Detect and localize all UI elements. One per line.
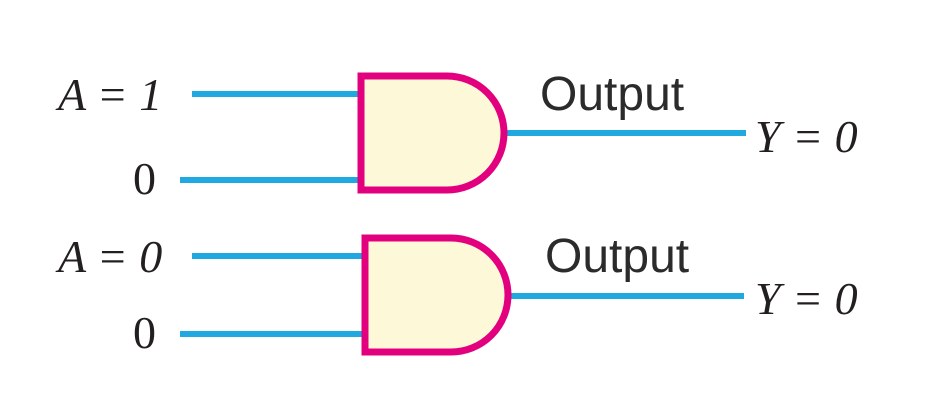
gate-2-input-a-label: A = 0 bbox=[55, 231, 162, 282]
gate-2-group: A = 0 0 Output Y = 0 bbox=[55, 230, 858, 358]
gate-1-body bbox=[357, 72, 508, 194]
gate-1-group: A = 1 0 Output Y = 0 bbox=[55, 68, 858, 204]
gate-2-output-label: Y = 0 bbox=[755, 273, 858, 324]
gate-2-output-caption: Output bbox=[545, 230, 689, 283]
gate-1-input-b-label: 0 bbox=[133, 153, 156, 204]
gate-1-output-caption: Output bbox=[540, 68, 684, 121]
gate-2-body bbox=[361, 234, 512, 356]
gate-1-input-a-label: A = 1 bbox=[55, 69, 162, 120]
gate-1-output-label: Y = 0 bbox=[755, 111, 858, 162]
gate-2-input-b-label: 0 bbox=[133, 307, 156, 358]
